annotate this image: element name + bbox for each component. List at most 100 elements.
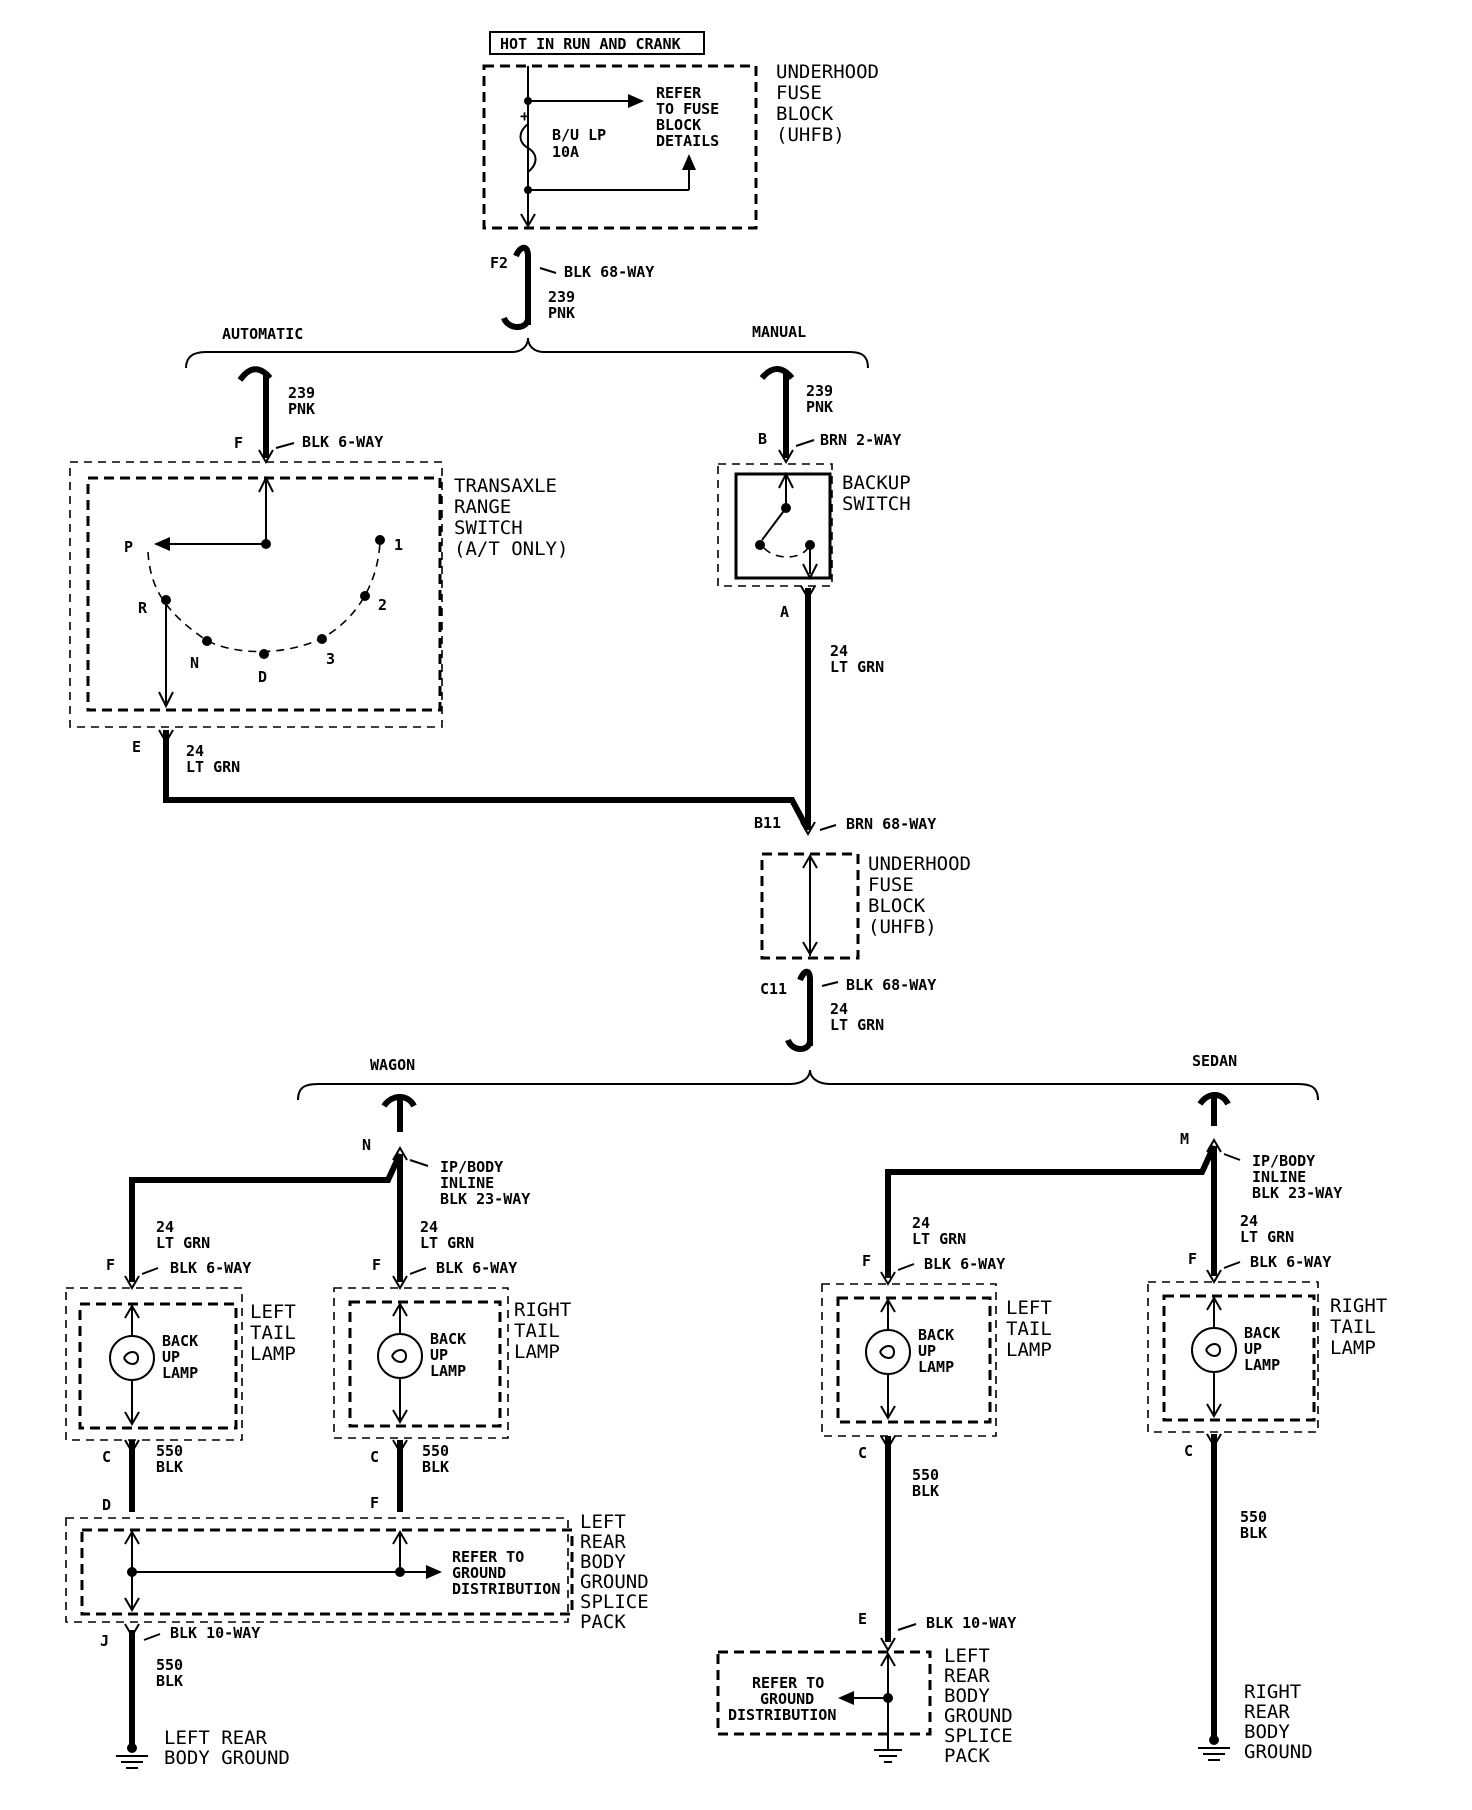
fuse-label: B/U LP 10A xyxy=(552,126,615,161)
arrow-up-icon xyxy=(392,1302,408,1317)
sedan-right-out-wire-label: 550 BLK xyxy=(1240,1508,1276,1542)
connector-terminal-icon xyxy=(785,1038,813,1052)
uhfb-top-refer-text: REFER TO FUSE BLOCK DETAILS xyxy=(656,84,728,150)
connector-chevron-icon xyxy=(124,1275,140,1290)
wagon-splice-name: LEFT REAR BODY GROUND SPLICE PACK xyxy=(580,1511,660,1633)
range-switch-connector-outline xyxy=(69,461,443,728)
wagon-right-pin-out: C xyxy=(370,1448,379,1466)
sedan-right-bulb-label: BACK UP LAMP xyxy=(1244,1324,1289,1374)
connector-chevron-icon xyxy=(880,1271,896,1286)
arrow-up-icon xyxy=(124,1304,140,1319)
uhfb-mid-wire-label: 24 LT GRN xyxy=(830,1000,884,1034)
uhfb-mid-name: UNDERHOOD FUSE BLOCK (UHFB) xyxy=(868,853,982,938)
arrow-down-icon xyxy=(802,941,818,956)
uhfb-mid-pin-in: B11 xyxy=(754,814,781,832)
sedan-right-lamp-connector-outline xyxy=(1147,1281,1319,1433)
sedan-right-ground-name: RIGHT REAR BODY GROUND xyxy=(1244,1681,1313,1763)
arrow-up-icon xyxy=(1206,1296,1222,1311)
pos-d: D xyxy=(258,668,267,686)
arrow-up-icon xyxy=(682,154,696,170)
wagon-right-wire-label: 24 LT GRN xyxy=(420,1218,474,1252)
manual-wire-label: 239 PNK xyxy=(806,382,842,416)
connector-chevron-icon xyxy=(800,821,816,836)
ground-icon xyxy=(874,1749,902,1763)
arrow-down-icon xyxy=(880,1405,896,1420)
wagon-splice-box xyxy=(80,1528,574,1616)
branch-sedan: SEDAN xyxy=(1192,1052,1237,1070)
wire-24-lt-grn-auto xyxy=(163,730,811,832)
option-bracket xyxy=(185,337,869,369)
wagon-left-bulb-label: BACK UP LAMP xyxy=(162,1332,207,1382)
uhfb-top-box xyxy=(482,64,758,230)
sedan-left-out-wire-label: 550 BLK xyxy=(912,1466,948,1500)
sedan-splice-box xyxy=(716,1650,932,1736)
wagon-left-lamp-name: LEFT TAIL LAMP xyxy=(250,1301,307,1365)
bulb-icon xyxy=(377,1333,423,1379)
svg-text:+: + xyxy=(520,107,529,125)
wagon-right-connector: BLK 6-WAY xyxy=(436,1259,517,1277)
sedan-left-connector: BLK 6-WAY xyxy=(924,1255,1005,1273)
wagon-pin: N xyxy=(362,1136,371,1154)
auto-pin-out: E xyxy=(132,738,141,756)
fuse-icon xyxy=(519,123,537,173)
wagon-left-connector: BLK 6-WAY xyxy=(170,1259,251,1277)
wagon-left-lamp-box xyxy=(78,1302,238,1430)
branch-manual: MANUAL xyxy=(752,323,806,341)
uhfb-top-connector: BLK 68-WAY xyxy=(564,263,654,281)
connector-terminal-icon xyxy=(759,366,795,381)
arrow-down-icon xyxy=(158,691,174,709)
sedan-splice-name: LEFT REAR BODY GROUND SPLICE PACK xyxy=(944,1645,1024,1767)
sedan-left-bulb-label: BACK UP LAMP xyxy=(918,1326,963,1376)
wagon-right-bulb-label: BACK UP LAMP xyxy=(430,1330,475,1380)
connector-chevron-icon xyxy=(778,449,794,464)
arrow-up-icon xyxy=(880,1298,896,1313)
pos-2: 2 xyxy=(378,596,387,614)
connector-chevron-icon xyxy=(880,1637,896,1652)
manual-connector: BRN 2-WAY xyxy=(820,431,901,449)
auto-out-wire-label: 24 LT GRN xyxy=(186,742,240,776)
arrow-up-icon xyxy=(124,1530,140,1545)
auto-pin-in: F xyxy=(234,434,243,452)
backup-switch-connector-outline xyxy=(717,463,833,587)
arrow-up-icon xyxy=(802,854,818,869)
arrow-down-icon xyxy=(392,1409,408,1424)
auto-wire-label: 239 PNK xyxy=(288,384,324,418)
sedan-left-lamp-connector-outline xyxy=(821,1283,997,1437)
arrow-left-icon xyxy=(838,1691,854,1705)
sedan-splice-pin-in: E xyxy=(858,1610,867,1628)
sedan-right-lamp-name: RIGHT TAIL LAMP xyxy=(1330,1295,1399,1359)
arrow-down-icon xyxy=(124,1597,140,1612)
connector-terminal-icon xyxy=(1197,1092,1231,1106)
range-switch-box xyxy=(86,476,442,712)
wagon-splice-refer: REFER TO GROUND DISTRIBUTION xyxy=(452,1548,560,1598)
wagon-right-pin-in: F xyxy=(372,1256,381,1274)
sedan-left-pin-in: F xyxy=(862,1252,871,1270)
wagon-left-pin-out: C xyxy=(102,1448,111,1466)
wagon-left-splice-pin: D xyxy=(102,1496,111,1514)
pos-n: N xyxy=(190,654,199,672)
wire-24-lt-grn-sedan-left xyxy=(885,1144,1217,1278)
sedan-right-lamp-box xyxy=(1162,1294,1316,1422)
uhfb-mid-pin-out: C11 xyxy=(760,980,787,998)
arrow-down-icon xyxy=(802,563,818,581)
bulb-icon xyxy=(1191,1327,1237,1373)
wagon-left-out-wire-label: 550 BLK xyxy=(156,1442,192,1476)
connector-terminal-icon xyxy=(501,316,531,330)
sedan-left-pin-out: C xyxy=(858,1444,867,1462)
uhfb-top-name: UNDERHOOD FUSE BLOCK (UHFB) xyxy=(776,61,890,146)
bulb-icon xyxy=(865,1329,911,1375)
wagon-right-lamp-connector-outline xyxy=(333,1287,509,1439)
wire-24-lt-grn-wagon-left xyxy=(129,1152,403,1282)
connector-terminal-icon xyxy=(513,244,531,258)
uhfb-top-pin: F2 xyxy=(490,254,508,272)
arrow-up-icon xyxy=(258,475,274,493)
manual-out-wire-label: 24 LT GRN xyxy=(830,642,884,676)
pos-1: 1 xyxy=(394,536,403,554)
backup-switch-blade xyxy=(761,507,787,541)
ground-icon xyxy=(1198,1747,1230,1761)
sedan-right-pin-in: F xyxy=(1188,1250,1197,1268)
arrow-right-icon xyxy=(628,94,644,108)
wagon-connector: IP/BODY INLINE BLK 23-WAY xyxy=(440,1158,530,1208)
wagon-right-lamp-name: RIGHT TAIL LAMP xyxy=(514,1299,583,1363)
